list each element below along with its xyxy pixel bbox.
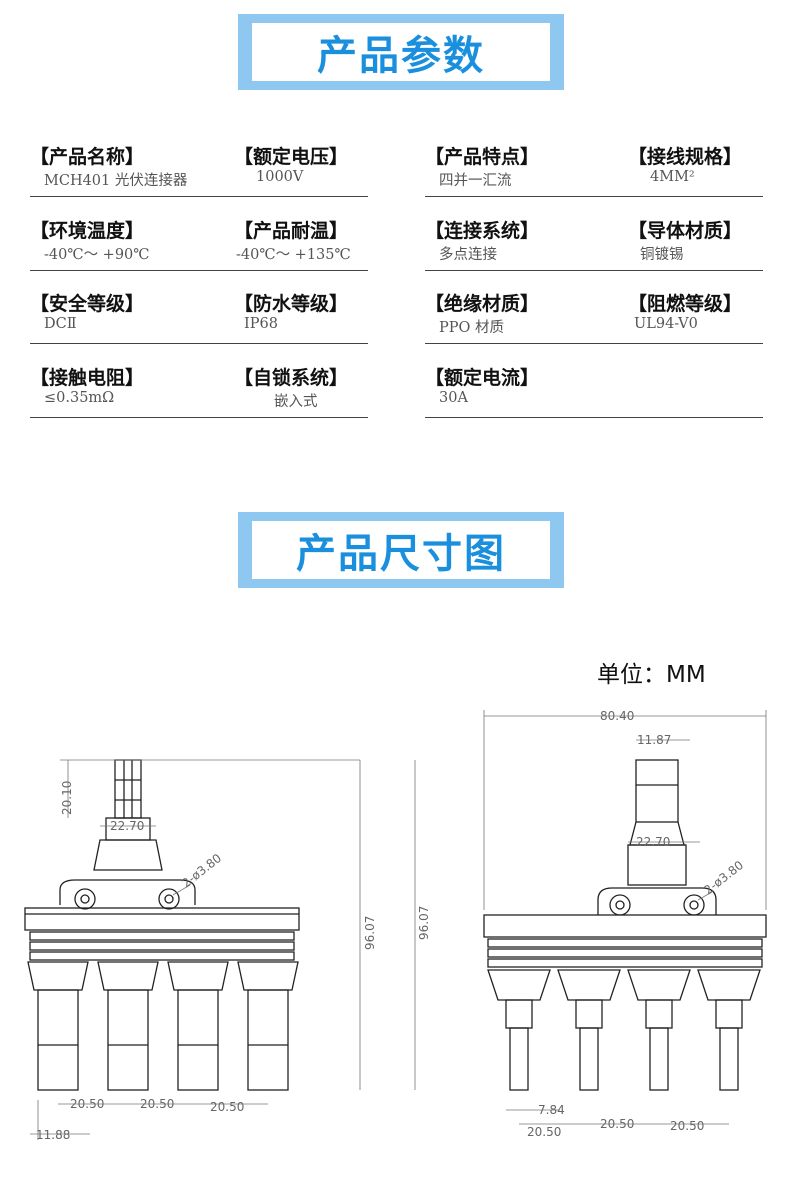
row-divider [30,196,368,197]
dim-left-pitch-2: 20.50 [140,1097,174,1111]
param-label: 【防水等级】 [234,293,349,315]
param-label: 【接触电阻】 [30,367,145,389]
dims-section-title: 产品尺寸图 [296,531,506,577]
param-label: 【额定电压】 [234,146,349,168]
param-conductor-material: 【导体材质】铜镀锡 [628,216,768,263]
dim-right-width-small: 7.84 [538,1103,565,1117]
param-temp-resistance: 【产品耐温】 -40℃～ +135℃ [234,216,374,263]
row-divider [425,343,763,344]
params-section-title: 产品参数 [317,33,485,79]
param-label: 【导体材质】 [628,220,743,242]
param-value: 1000V [256,169,304,185]
param-value: 30A [439,390,468,406]
param-value: -40℃～ +90℃ [44,247,150,263]
param-label: 【产品特点】 [425,146,540,168]
dim-left-height-top: 20.10 [60,781,74,815]
param-waterproof-rating: 【防水等级】IP68 [234,289,374,333]
param-ambient-temp: 【环境温度】 -40℃～ +90℃ [30,216,230,263]
param-value: MCH401 光伏连接器 [44,173,188,189]
row-divider [30,343,368,344]
row-divider [30,417,368,418]
param-label: 【阻燃等级】 [628,293,743,315]
param-value: 4MM² [650,169,695,185]
param-contact-resistance: 【接触电阻】≤0.35mΩ [30,363,230,407]
param-label: 【额定电流】 [425,367,540,389]
param-self-lock: 【自锁系统】嵌入式 [234,363,374,410]
param-label: 【环境温度】 [30,220,145,242]
param-value: IP68 [244,316,278,332]
dim-right-pitch-1: 20.50 [527,1125,561,1139]
param-label: 【接线规格】 [628,146,743,168]
param-safety-class: 【安全等级】DCⅡ [30,289,230,333]
row-divider [425,196,763,197]
dim-right-hole: 2-ø3.80 [701,858,746,897]
param-flame-rating: 【阻燃等级】UL94-V0 [628,289,768,333]
dim-left-pitch-3: 20.50 [210,1100,244,1114]
param-value: 四并一汇流 [439,173,512,189]
param-label: 【产品名称】 [30,146,145,168]
param-value: DCⅡ [44,316,77,332]
param-label: 【安全等级】 [30,293,145,315]
param-value: 多点连接 [439,247,497,263]
dim-left-width-top: 22.70 [110,819,144,833]
dim-right-pitch-2: 20.50 [600,1117,634,1131]
param-value: ≤0.35mΩ [44,390,115,406]
param-wire-spec: 【接线规格】4MM² [628,142,768,186]
dim-right-total-width: 80.40 [600,709,634,723]
param-feature: 【产品特点】四并一汇流 [425,142,625,189]
row-divider [425,270,763,271]
right-view-drawing [483,759,767,1091]
param-product-name: 【产品名称】 MCH401 光伏连接器 [30,142,230,189]
dim-left-width-bottom: 11.88 [36,1128,70,1142]
param-label: 【连接系统】 [425,220,540,242]
dims-section-banner: 产品尺寸图 [238,512,564,588]
dim-right-pitch-3: 20.50 [670,1119,704,1133]
dim-left-total-height: 96.07 [363,916,377,950]
param-rated-current: 【额定电流】30A [425,363,625,407]
dim-right-width-top: 11.87 [637,733,671,747]
param-label: 【绝缘材质】 [425,293,540,315]
param-connection-system: 【连接系统】多点连接 [425,216,625,263]
param-rated-voltage: 【额定电压】1000V [234,142,374,186]
row-divider [425,417,763,418]
param-value: UL94-V0 [634,316,698,332]
dim-left-hole: 2-ø3.80 [179,851,224,890]
unit-label: 单位：MM [597,662,706,688]
param-value: PPO 材质 [439,320,505,336]
param-value: 铜镀锡 [640,247,684,263]
row-divider [30,270,368,271]
dim-right-width-mid: 22.70 [636,835,670,849]
dim-right-total-height: 96.07 [417,906,431,940]
dim-left-pitch-1: 20.50 [70,1097,104,1111]
param-value: -40℃～ +135℃ [236,247,351,263]
param-insulation-material: 【绝缘材质】 PPO 材质 [425,289,625,336]
params-section-banner: 产品参数 [238,14,564,90]
param-label: 【自锁系统】 [234,367,349,389]
param-value: 嵌入式 [274,394,318,410]
param-label: 【产品耐温】 [234,220,349,242]
